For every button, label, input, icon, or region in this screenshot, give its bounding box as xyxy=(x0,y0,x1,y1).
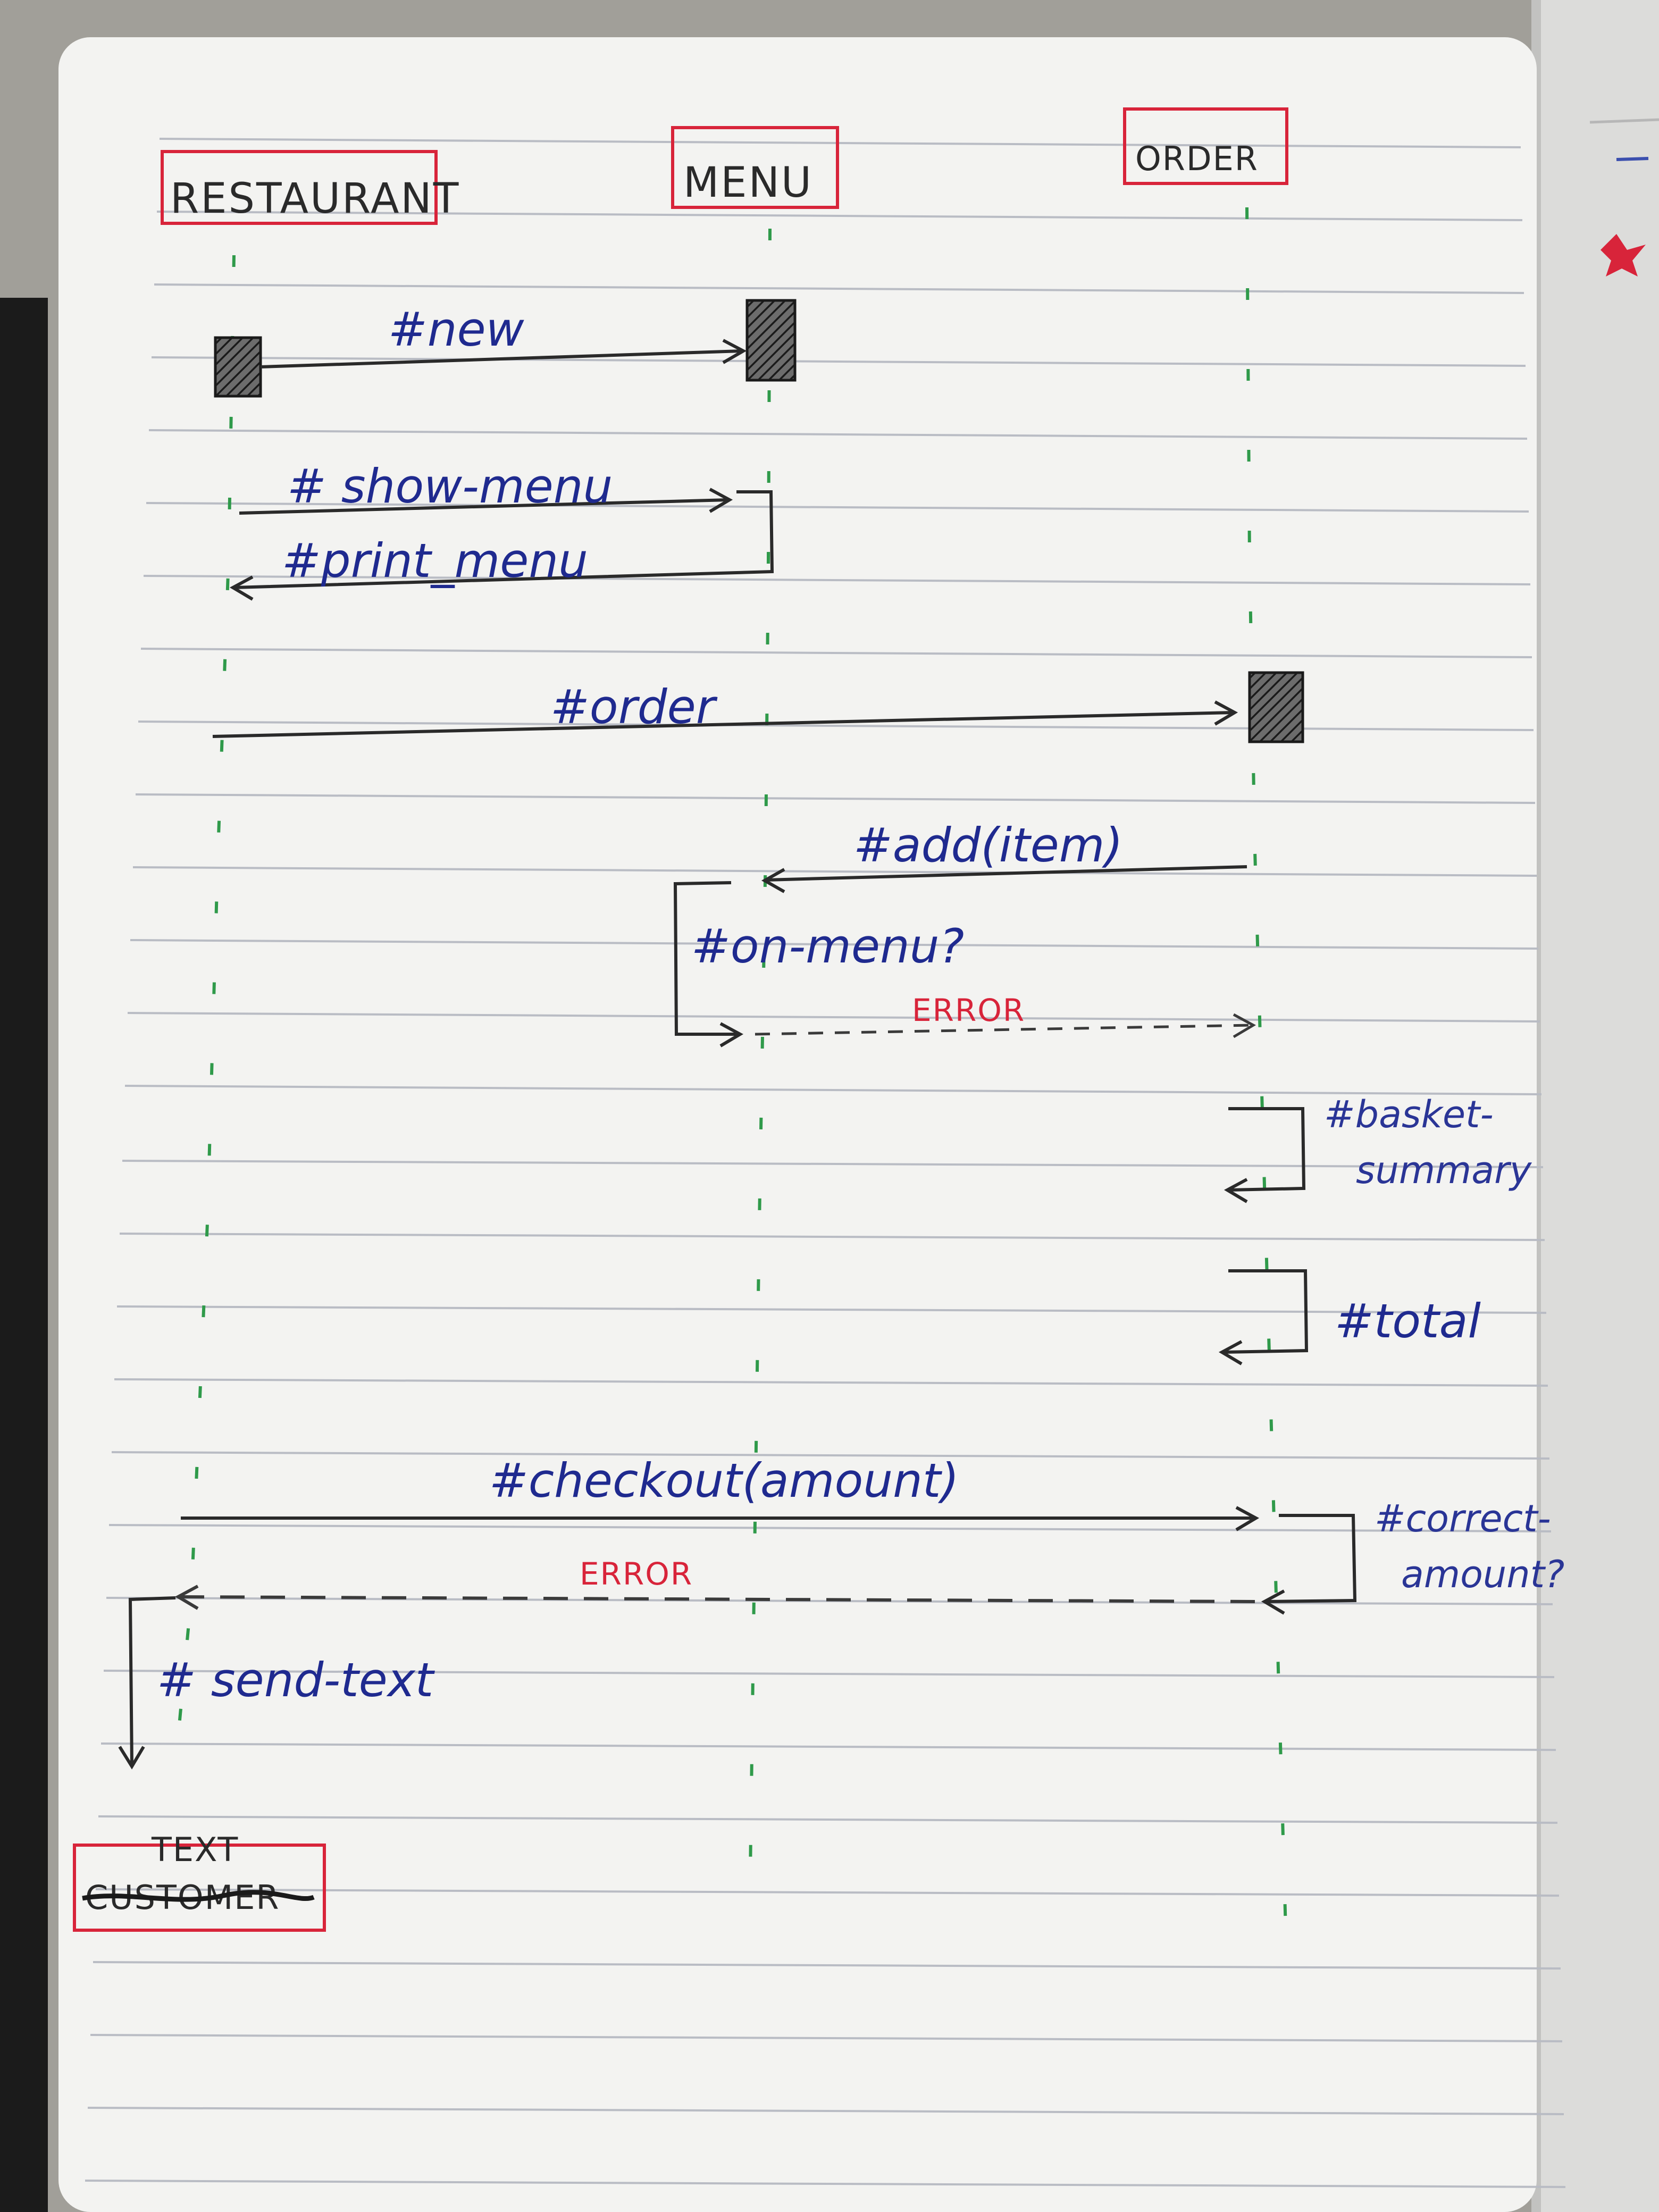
star-icon xyxy=(1601,234,1646,276)
ruled-line xyxy=(119,1233,1545,1241)
participant-label: MENU xyxy=(683,159,813,207)
participant-restaurant: RESTAURANT xyxy=(161,150,460,225)
ruled-line xyxy=(98,1815,1558,1824)
message-label-line2: amount? xyxy=(1401,1553,1564,1596)
ruled-line xyxy=(156,211,1523,221)
message-label: # show-menu xyxy=(287,459,613,514)
ruled-line xyxy=(122,1160,1544,1168)
ruled-line xyxy=(143,575,1531,585)
message-label: #add(item) xyxy=(853,818,1123,873)
lifelines xyxy=(174,207,1288,1968)
message-label: #total xyxy=(1335,1294,1481,1348)
message-error-menu: ERROR xyxy=(755,992,1256,1038)
message-label-line2: summary xyxy=(1356,1149,1532,1192)
ruled-line xyxy=(100,1742,1556,1751)
error-label: ERROR xyxy=(912,992,1025,1028)
message-show-menu: # show-menu xyxy=(239,459,733,515)
participant-text: TEXT CUSTOMER xyxy=(73,1830,326,1932)
ruled-line xyxy=(103,1670,1555,1678)
activation-order xyxy=(1248,671,1304,743)
message-total: #total xyxy=(1218,1269,1481,1365)
message-label: #print_menu xyxy=(282,533,588,588)
ruled-line xyxy=(132,866,1537,877)
participant-label: RESTAURANT xyxy=(170,175,460,223)
message-label: #correct- xyxy=(1375,1497,1551,1540)
notebook-page xyxy=(58,37,1537,2212)
ruled-line xyxy=(114,1378,1548,1387)
ruled-line xyxy=(140,648,1532,658)
message-print-menu: #print_menu xyxy=(229,490,774,601)
message-checkout: #checkout(amount) xyxy=(181,1453,1260,1531)
message-correct-amount: #correct- amount? xyxy=(1261,1497,1564,1615)
message-add-item: #add(item) xyxy=(761,818,1247,893)
message-label: #new xyxy=(388,302,525,357)
activation-menu xyxy=(745,299,797,382)
error-label: ERROR xyxy=(580,1556,693,1592)
ruled-line xyxy=(127,1012,1540,1023)
ruled-line xyxy=(130,939,1539,950)
ruled-line xyxy=(87,2107,1564,2115)
message-new: #new xyxy=(260,302,747,368)
activation-restaurant xyxy=(214,336,262,398)
ruled-line xyxy=(135,793,1536,804)
participant-order: ORDER xyxy=(1123,107,1288,185)
ruled-line xyxy=(151,356,1526,367)
ruled-line xyxy=(148,429,1528,440)
next-page xyxy=(1531,0,1659,2212)
message-label: #on-menu? xyxy=(691,919,964,974)
message-basket-summary: #basket- summary xyxy=(1224,1093,1532,1203)
message-label: #checkout(amount) xyxy=(489,1453,959,1508)
ruled-line xyxy=(116,1305,1547,1314)
ruled-line xyxy=(85,2180,1566,2188)
participant-menu: MENU xyxy=(671,126,839,209)
ruled-line xyxy=(90,2034,1563,2042)
strikethrough-scribble xyxy=(82,1890,315,1902)
message-label: # send-text xyxy=(157,1653,435,1707)
message-on-menu: #on-menu? xyxy=(673,881,964,1048)
ruled-line xyxy=(124,1085,1542,1095)
ruled-line xyxy=(146,502,1529,513)
message-label: #order xyxy=(550,680,718,734)
participant-label: TEXT xyxy=(151,1830,239,1869)
message-label: #basket- xyxy=(1324,1093,1494,1136)
ruled-line xyxy=(154,283,1524,294)
message-order: #order xyxy=(212,680,1238,738)
notebook-cover-edge xyxy=(0,298,48,2212)
ruled-line xyxy=(111,1451,1550,1460)
ruled-line xyxy=(159,138,1521,148)
participant-label: ORDER xyxy=(1135,139,1259,178)
ruled-line xyxy=(93,1961,1561,1970)
ruled-line xyxy=(95,1888,1560,1897)
message-send-text: # send-text xyxy=(118,1596,435,1770)
message-error-checkout: ERROR xyxy=(174,1556,1255,1610)
ruled-line xyxy=(108,1524,1552,1532)
